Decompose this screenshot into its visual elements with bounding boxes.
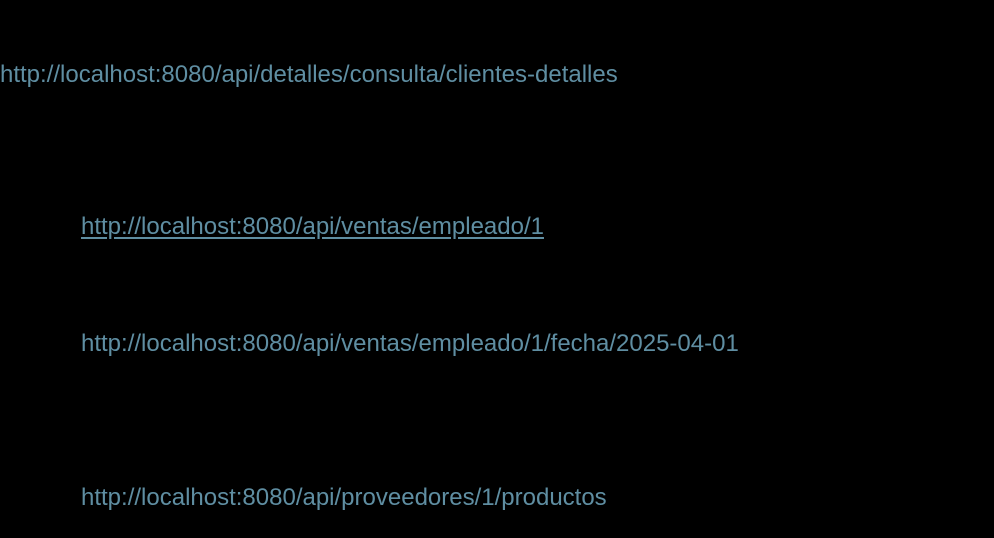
url-proveedores-productos[interactable]: http://localhost:8080/api/proveedores/1/… [81,484,607,511]
url-ventas-empleado-fecha[interactable]: http://localhost:8080/api/ventas/emplead… [81,330,739,357]
url-ventas-empleado[interactable]: http://localhost:8080/api/ventas/emplead… [81,213,544,240]
url-clientes-detalles[interactable]: http://localhost:8080/api/detalles/consu… [0,61,618,88]
